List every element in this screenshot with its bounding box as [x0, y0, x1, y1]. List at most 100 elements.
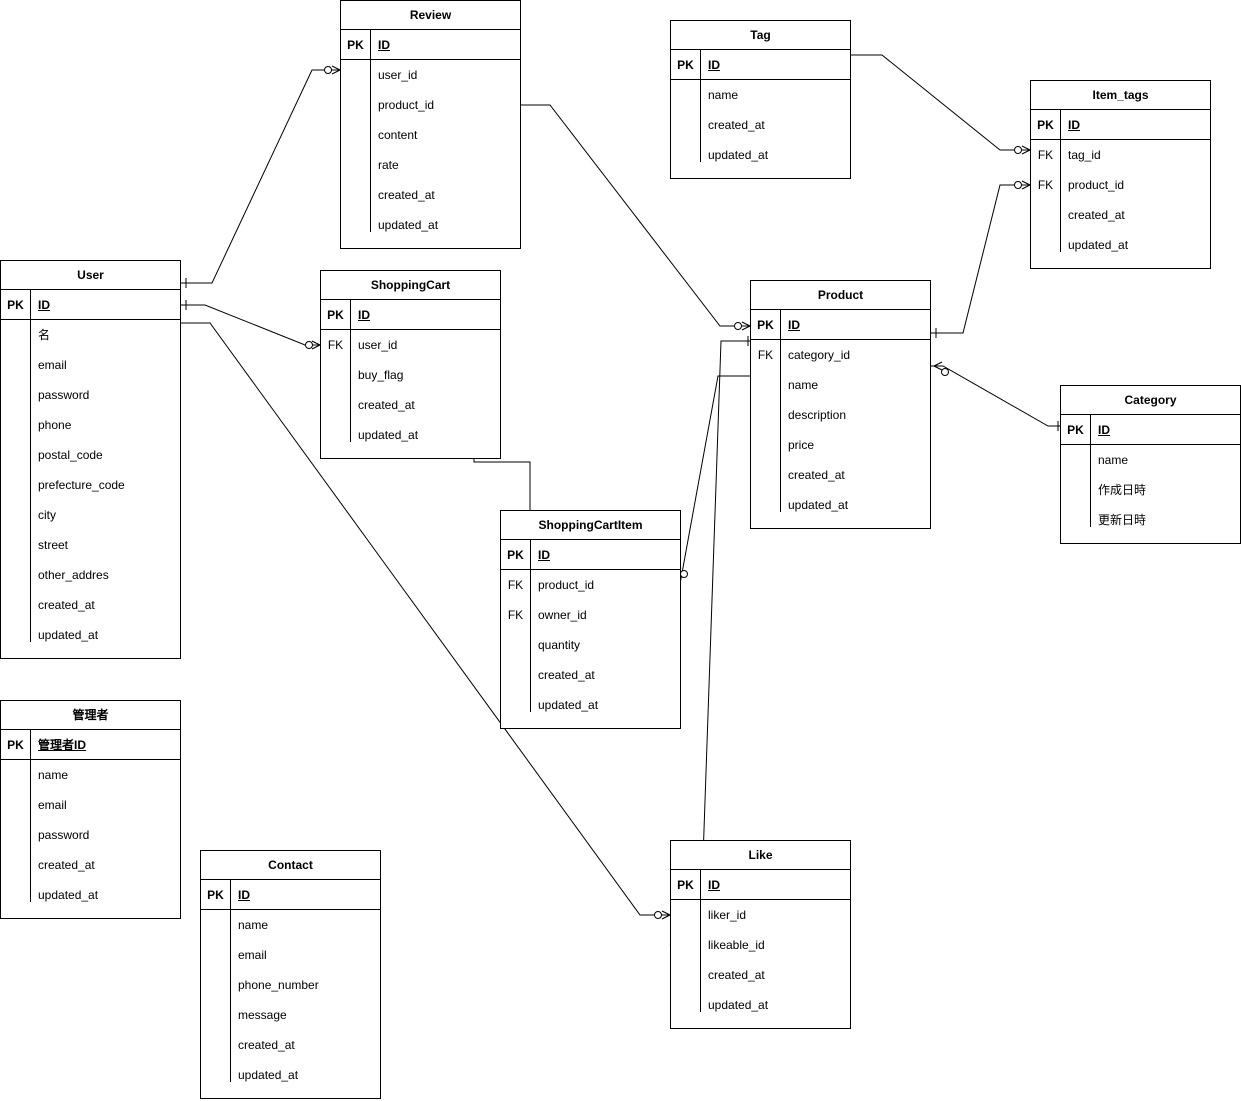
- attribute-row[interactable]: 名: [1, 320, 180, 350]
- key-divider: [30, 730, 31, 759]
- column-name: product_id: [1068, 178, 1125, 192]
- attribute-row[interactable]: name: [671, 80, 850, 110]
- attribute-row[interactable]: street: [1, 530, 180, 560]
- attribute-row[interactable]: created_at: [671, 110, 850, 140]
- attribute-row[interactable]: likeable_id: [671, 930, 850, 960]
- key-divider: [1090, 415, 1091, 444]
- attribute-row[interactable]: created_at: [1, 590, 180, 620]
- attribute-row[interactable]: created_at: [1, 850, 180, 880]
- key-divider: [30, 290, 31, 319]
- attribute-row[interactable]: email: [1, 350, 180, 380]
- attribute-row[interactable]: password: [1, 380, 180, 410]
- attribute-row[interactable]: updated_at: [1, 880, 180, 910]
- attribute-row[interactable]: email: [201, 940, 380, 970]
- attribute-row[interactable]: liker_id: [671, 900, 850, 930]
- attribute-row[interactable]: updated_at: [501, 690, 680, 720]
- attribute-row[interactable]: name: [1061, 445, 1240, 475]
- key-divider: [350, 300, 351, 329]
- attribute-row[interactable]: user_id: [341, 60, 520, 90]
- attribute-row[interactable]: prefecture_code: [1, 470, 180, 500]
- key-label: [1, 850, 30, 880]
- attribute-row[interactable]: name: [751, 370, 930, 400]
- attribute-row[interactable]: created_at: [201, 1030, 380, 1060]
- key-label: [201, 1060, 230, 1090]
- attribute-row[interactable]: content: [341, 120, 520, 150]
- key-label: [341, 90, 370, 120]
- attribute-row[interactable]: updated_at: [321, 420, 500, 450]
- attribute-row[interactable]: name: [1, 760, 180, 790]
- attribute-row[interactable]: message: [201, 1000, 380, 1030]
- column-name: owner_id: [538, 608, 587, 622]
- attribute-row[interactable]: updated_at: [751, 490, 930, 520]
- attribute-row[interactable]: created_at: [1031, 200, 1210, 230]
- attribute-row[interactable]: email: [1, 790, 180, 820]
- attribute-row[interactable]: other_addres: [1, 560, 180, 590]
- attribute-row[interactable]: updated_at: [201, 1060, 380, 1090]
- attribute-row[interactable]: rate: [341, 150, 520, 180]
- attribute-row[interactable]: phone: [1, 410, 180, 440]
- key-label: [341, 150, 370, 180]
- key-label: [321, 390, 350, 420]
- attribute-row[interactable]: buy_flag: [321, 360, 500, 390]
- attribute-row[interactable]: phone_number: [201, 970, 380, 1000]
- key-divider: [700, 50, 701, 79]
- attribute-row[interactable]: 更新日時: [1061, 505, 1240, 535]
- attribute-row[interactable]: quantity: [501, 630, 680, 660]
- attribute-row[interactable]: updated_at: [1031, 230, 1210, 260]
- attribute-row[interactable]: created_at: [671, 960, 850, 990]
- attribute-row[interactable]: product_id: [341, 90, 520, 120]
- attribute-row[interactable]: password: [1, 820, 180, 850]
- key-divider: [700, 900, 701, 1012]
- attribute-row[interactable]: 作成日時: [1061, 475, 1240, 505]
- attribute-row[interactable]: updated_at: [671, 990, 850, 1020]
- column-name: ID: [238, 888, 250, 902]
- attribute-row[interactable]: updated_at: [671, 140, 850, 170]
- attribute-row[interactable]: updated_at: [341, 210, 520, 240]
- attribute-row[interactable]: created_at: [501, 660, 680, 690]
- column-name: updated_at: [38, 888, 99, 902]
- column-name: description: [788, 408, 847, 422]
- attribute-row[interactable]: postal_code: [1, 440, 180, 470]
- attribute-row[interactable]: created_at: [751, 460, 930, 490]
- column-name: postal_code: [38, 448, 103, 462]
- attribute-row[interactable]: name: [201, 910, 380, 940]
- attribute-row[interactable]: updated_at: [1, 620, 180, 650]
- attribute-row[interactable]: created_at: [321, 390, 500, 420]
- attribute-row[interactable]: price: [751, 430, 930, 460]
- attribute-row[interactable]: created_at: [341, 180, 520, 210]
- attribute-row[interactable]: city: [1, 500, 180, 530]
- column-name: created_at: [788, 468, 845, 482]
- attribute-row[interactable]: description: [751, 400, 930, 430]
